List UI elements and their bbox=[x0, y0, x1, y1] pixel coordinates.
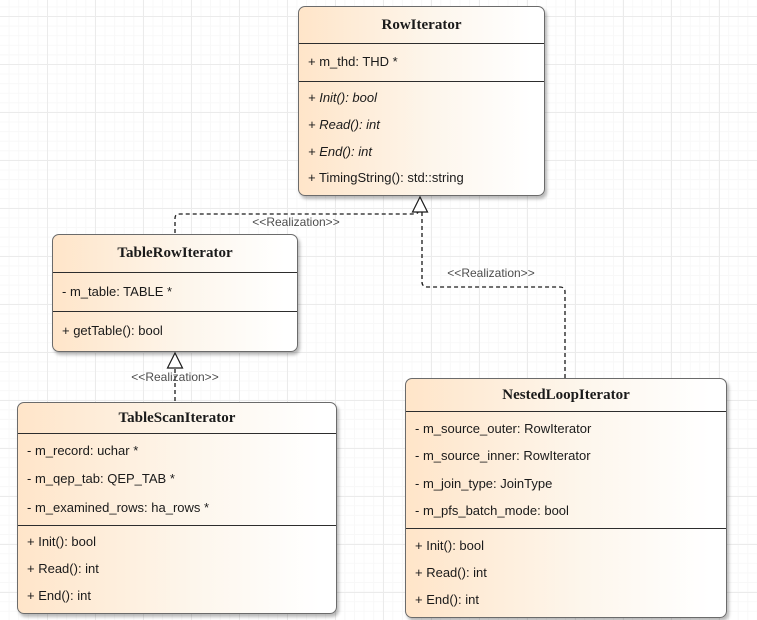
realization-edge-label: <<Realization>> bbox=[131, 370, 219, 384]
class-title: TableScanIterator bbox=[118, 409, 236, 426]
attributes-section: - m_record: uchar * - m_qep_tab: QEP_TAB… bbox=[18, 433, 336, 525]
class-title: RowIterator bbox=[381, 16, 462, 33]
method-row: + TimingString(): std::string bbox=[308, 170, 464, 186]
class-tablerowiterator[interactable]: TableRowIterator - m_table: TABLE * + ge… bbox=[52, 234, 298, 352]
class-title: TableRowIterator bbox=[117, 245, 233, 261]
methods-section: + Init(): bool + Read(): int + End(): in… bbox=[18, 525, 336, 613]
attributes-section: + m_thd: THD * bbox=[299, 43, 544, 81]
attribute-row: - m_examined_rows: ha_rows * bbox=[27, 499, 210, 515]
methods-section: + Init(): bool + Read(): int + End(): in… bbox=[299, 81, 544, 195]
hollow-triangle-arrowhead-icon bbox=[411, 195, 429, 213]
attributes-section: - m_source_outer: RowIterator - m_source… bbox=[406, 411, 726, 528]
attribute-row: - m_source_inner: RowIterator bbox=[415, 448, 591, 464]
class-nestedloopiterator[interactable]: NestedLoopIterator - m_source_outer: Row… bbox=[405, 378, 727, 618]
attribute-row: - m_join_type: JoinType bbox=[415, 475, 553, 491]
attribute-row: - m_table: TABLE * bbox=[62, 283, 173, 299]
attribute-row: + m_thd: THD * bbox=[308, 54, 398, 70]
method-row: + Read(): int bbox=[415, 564, 487, 580]
realization-edge-nestedloopiterator-rowiterator[interactable] bbox=[421, 212, 566, 378]
method-row: + Init(): bool bbox=[27, 534, 97, 550]
realization-edge-tablerowiterator-rowiterator[interactable] bbox=[174, 211, 419, 233]
methods-section: + Init(): bool + Read(): int + End(): in… bbox=[406, 528, 726, 617]
method-row: + End(): int bbox=[27, 588, 91, 604]
realization-edge-label: <<Realization>> bbox=[447, 266, 535, 280]
methods-section: + getTable(): bool bbox=[53, 311, 297, 351]
attribute-row: - m_pfs_batch_mode: bool bbox=[415, 503, 569, 519]
method-row: + Read(): int bbox=[308, 116, 380, 132]
attribute-row: - m_source_outer: RowIterator bbox=[415, 420, 592, 436]
attribute-row: - m_record: uchar * bbox=[27, 443, 139, 459]
method-row: + Init(): bool bbox=[308, 90, 378, 106]
hollow-triangle-arrowhead-icon bbox=[166, 351, 184, 369]
class-title: NestedLoopIterator bbox=[502, 386, 630, 403]
method-row: + getTable(): bool bbox=[62, 323, 163, 339]
method-row: + End(): int bbox=[308, 143, 372, 159]
attributes-section: - m_table: TABLE * bbox=[53, 272, 297, 311]
attribute-row: - m_qep_tab: QEP_TAB * bbox=[27, 471, 175, 487]
method-row: + Init(): bool bbox=[415, 537, 485, 553]
class-tablescaniterator[interactable]: TableScanIterator - m_record: uchar * - … bbox=[17, 402, 337, 614]
realization-edge-label: <<Realization>> bbox=[252, 215, 340, 229]
class-rowiterator[interactable]: RowIterator + m_thd: THD * + Init(): boo… bbox=[298, 6, 545, 196]
method-row: + Read(): int bbox=[27, 561, 99, 577]
method-row: + End(): int bbox=[415, 592, 479, 608]
